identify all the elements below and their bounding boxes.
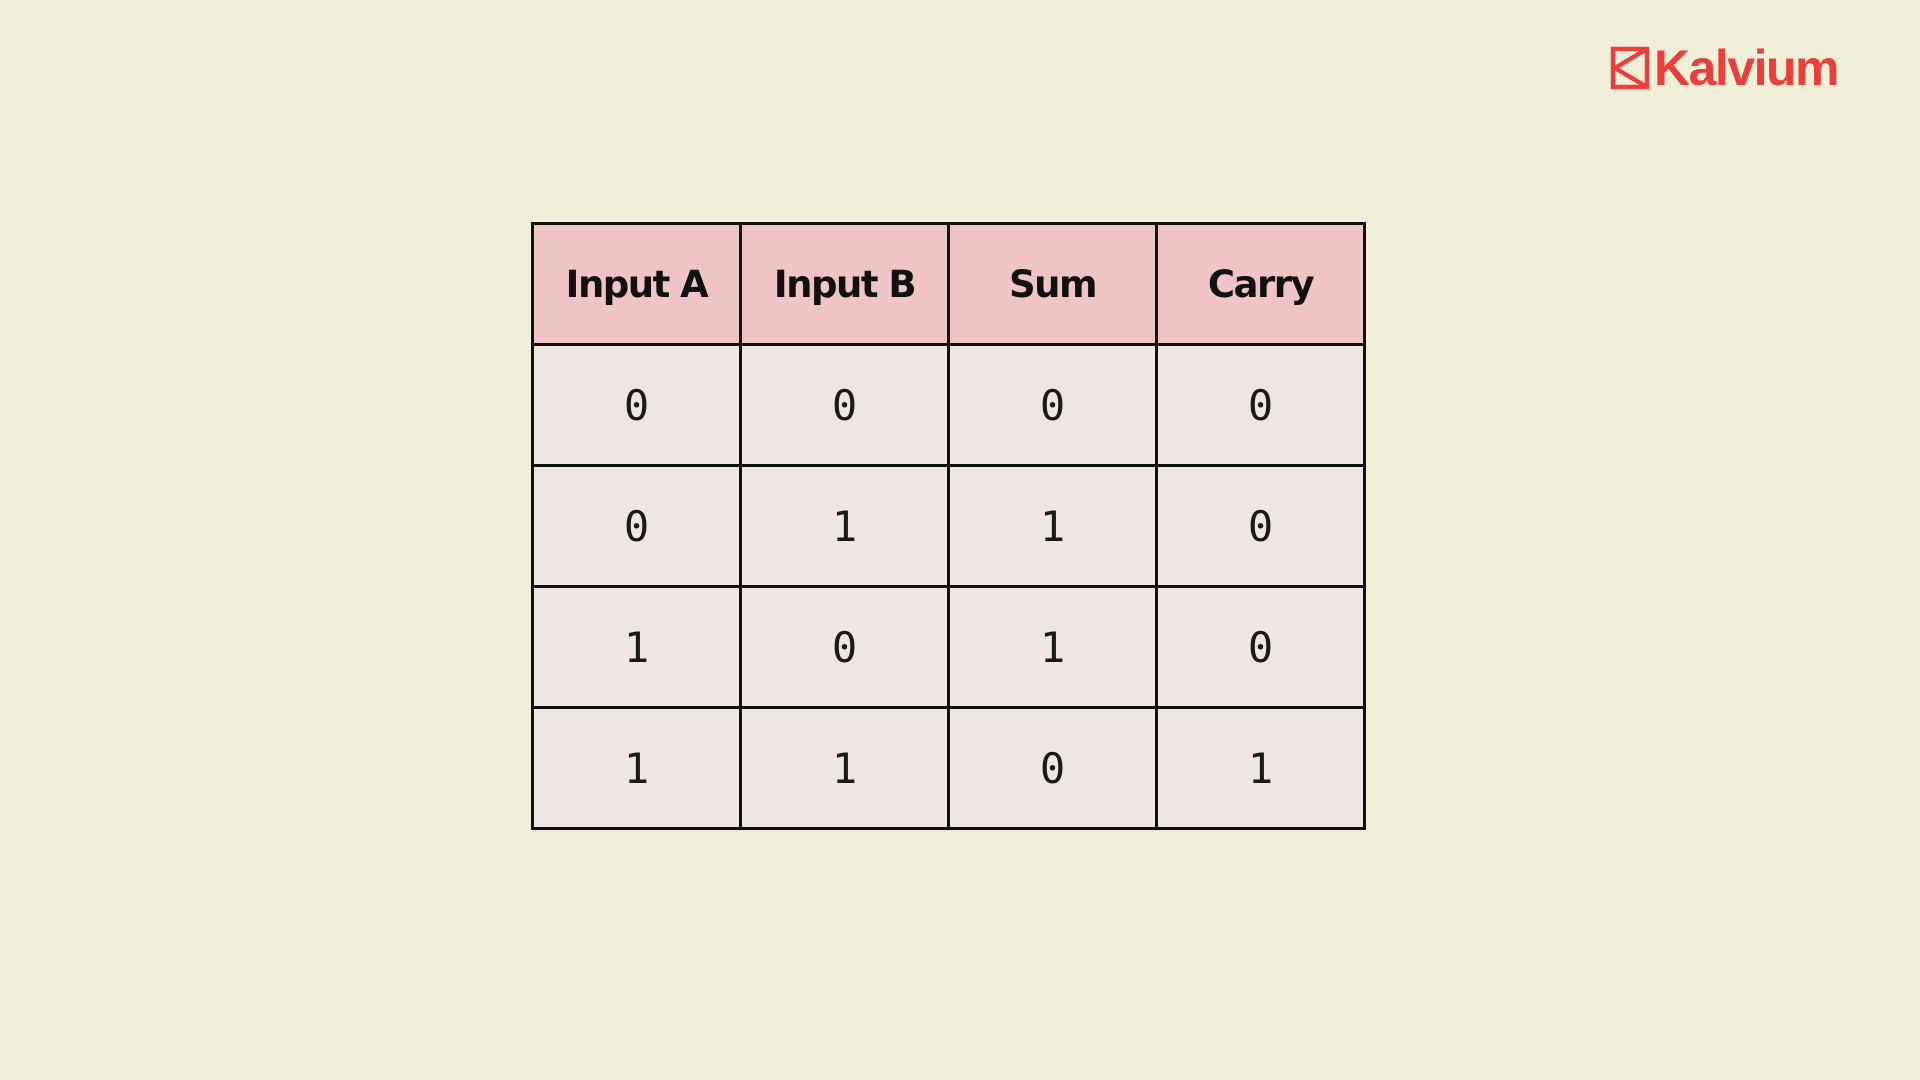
table-row: 1 0 1 0 — [531, 585, 1366, 709]
table-row: 1 1 0 1 — [531, 706, 1366, 830]
header-input-b: Input B — [739, 222, 950, 346]
table-cell: 0 — [739, 343, 950, 467]
table-cell: 1 — [739, 706, 950, 830]
table-header-row: Input A Input B Sum Carry — [531, 222, 1366, 346]
table-cell: 1 — [1155, 706, 1366, 830]
brand-name: Kalvium — [1654, 40, 1840, 96]
header-sum: Sum — [947, 222, 1158, 346]
table-cell: 1 — [531, 706, 742, 830]
table-cell: 0 — [1155, 585, 1366, 709]
table-cell: 0 — [1155, 464, 1366, 588]
table-cell: 1 — [947, 585, 1158, 709]
table-cell: 1 — [739, 464, 950, 588]
half-adder-truth-table: Input A Input B Sum Carry 0 0 0 0 0 1 1 … — [531, 222, 1366, 830]
table-row: 0 0 0 0 — [531, 343, 1366, 467]
table-cell: 0 — [947, 706, 1158, 830]
table-cell: 0 — [531, 464, 742, 588]
kalvium-logo: Kalvium — [1610, 40, 1840, 96]
table-cell: 1 — [947, 464, 1158, 588]
table-cell: 1 — [531, 585, 742, 709]
table-cell: 0 — [947, 343, 1158, 467]
header-carry: Carry — [1155, 222, 1366, 346]
table-cell: 0 — [1155, 343, 1366, 467]
table-row: 0 1 1 0 — [531, 464, 1366, 588]
table-cell: 0 — [531, 343, 742, 467]
table-cell: 0 — [739, 585, 950, 709]
header-input-a: Input A — [531, 222, 742, 346]
kalvium-logo-icon — [1610, 46, 1650, 90]
